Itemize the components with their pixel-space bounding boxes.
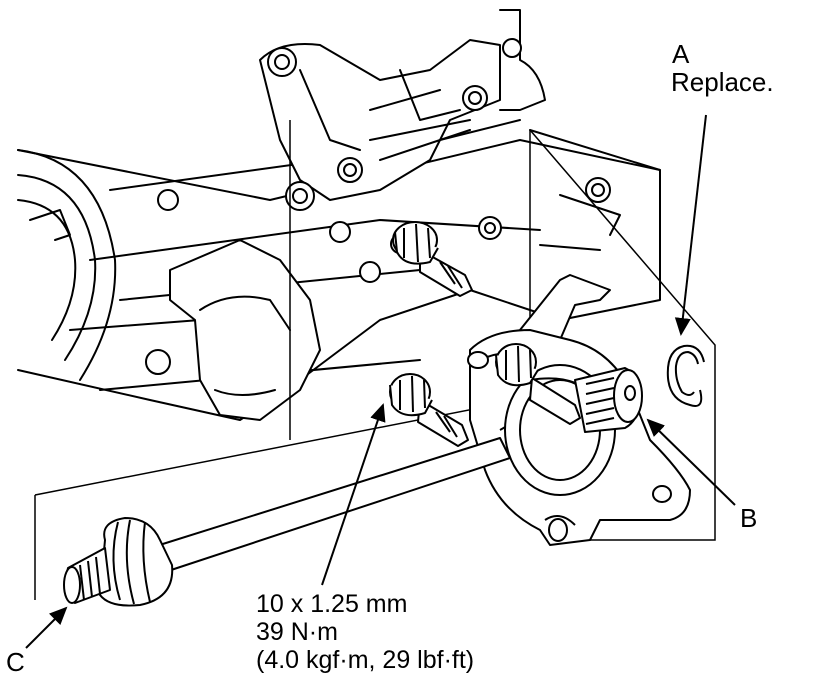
intermediate-shaft (63, 367, 643, 607)
callout-a-note: Replace. (671, 67, 774, 97)
bracket-bolt (495, 343, 581, 425)
callout-c-letter: C (6, 647, 25, 677)
leader-lines (25, 114, 736, 649)
callout-b-letter: B (740, 503, 758, 533)
leader-c (25, 606, 68, 649)
leader-spec (321, 403, 386, 586)
mounting-bolt-upper (392, 221, 473, 297)
torque-spec-alt: (4.0 kgf·m, 29 lbf·ft) (256, 646, 475, 674)
torque-spec-thread: 10 x 1.25 mm (256, 590, 408, 618)
callout-a-letter: A (672, 39, 690, 69)
mounting-bolt-lower (389, 373, 469, 447)
torque-spec-nm: 39 N·m (256, 618, 338, 646)
torque-spec: 10 x 1.25 mm 39 N·m (4.0 kgf·m, 29 lbf·f… (256, 590, 474, 674)
engine-block (17, 9, 661, 421)
leader-b (646, 418, 736, 506)
snap-ring (666, 344, 705, 407)
leader-a (674, 114, 707, 336)
